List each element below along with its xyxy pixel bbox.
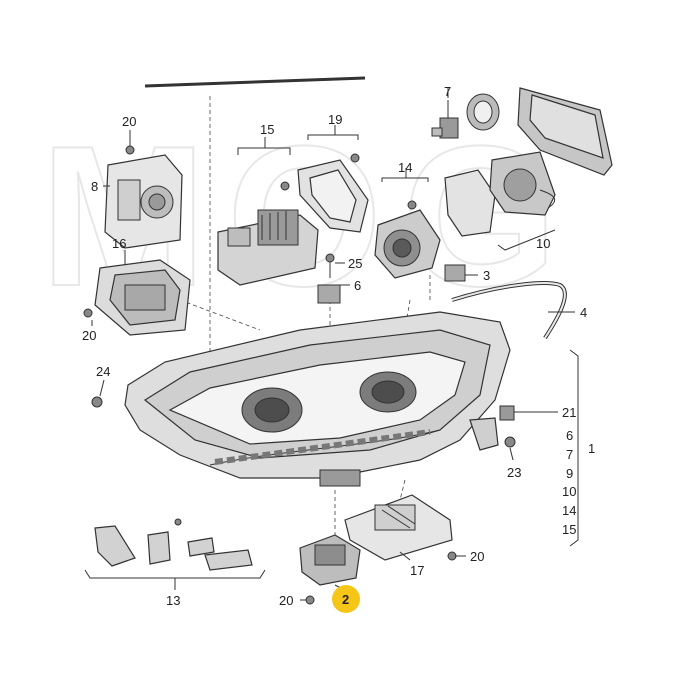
label-15: 15 (260, 122, 274, 137)
screw-19 (350, 153, 360, 163)
part-8-control-module (104, 154, 183, 249)
label-10-list: 10 (562, 484, 576, 499)
label-10: 10 (536, 236, 550, 251)
part-14-projector (374, 209, 441, 279)
headlight-housing (124, 311, 511, 487)
part-cover-top-right (517, 87, 613, 176)
part-21-clip (499, 405, 515, 421)
screw-20-bottom (305, 595, 315, 605)
label-7: 7 (444, 84, 451, 99)
label-21: 21 (562, 405, 576, 420)
label-20-right: 20 (470, 549, 484, 564)
label-20-bottom: 20 (279, 593, 293, 608)
label-3: 3 (483, 268, 490, 283)
label-17: 17 (410, 563, 424, 578)
label-19: 19 (328, 112, 342, 127)
label-8: 8 (91, 179, 98, 194)
screw-15 (280, 181, 290, 191)
part-13-brackets (84, 518, 266, 579)
label-4: 4 (580, 305, 587, 320)
label-1: 1 (588, 441, 595, 456)
part-3-mount (444, 264, 466, 282)
part-16-bracket (94, 259, 191, 336)
label-14-list: 14 (562, 503, 576, 518)
label-7-list: 7 (566, 447, 573, 462)
label-13: 13 (166, 593, 180, 608)
part-15-led-module (217, 209, 319, 286)
leader-lines (91, 88, 575, 601)
part-6-mount (317, 284, 341, 304)
label-6-list: 6 (566, 428, 573, 443)
label-24: 24 (96, 364, 110, 379)
label-14: 14 (398, 160, 412, 175)
label-6: 6 (354, 278, 361, 293)
screw-25 (325, 253, 335, 278)
part-19-reflector (297, 159, 369, 233)
label-20-left: 20 (82, 328, 96, 343)
screw-14 (407, 200, 417, 210)
highlight-marker (332, 585, 360, 613)
label-25: 25 (348, 256, 362, 271)
screw-23 (504, 436, 516, 448)
part-10-fan-assembly (444, 151, 556, 237)
label-9-list: 9 (566, 466, 573, 481)
screw-24 (91, 396, 103, 408)
label-2: 2 (342, 592, 349, 607)
part-17-control-unit (344, 494, 453, 561)
part-7-bulb (431, 100, 459, 139)
label-16: 16 (112, 236, 126, 251)
top-trim-strip (144, 76, 366, 88)
screw-20-left (83, 308, 93, 318)
screw-20-top (125, 130, 135, 155)
label-15-list: 15 (562, 522, 576, 537)
part-2-igniter (299, 534, 361, 586)
part-ring-cap (466, 93, 500, 131)
screw-20-right (447, 551, 457, 561)
part-labels: 20 8 16 20 24 15 19 7 14 10 25 6 3 4 21 … (82, 84, 595, 608)
label-23: 23 (507, 465, 521, 480)
callout-brackets (237, 134, 579, 547)
label-20-top: 20 (122, 114, 136, 129)
